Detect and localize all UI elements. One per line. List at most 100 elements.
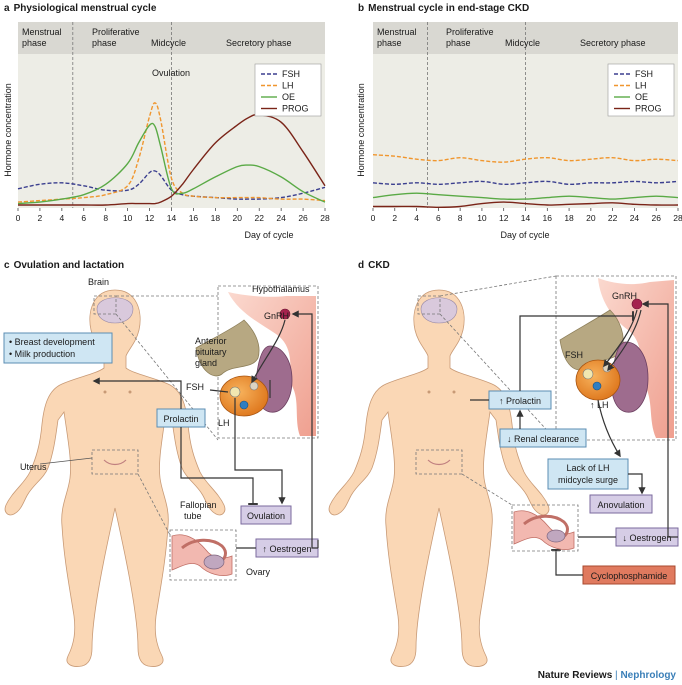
body-figure-d xyxy=(328,289,550,667)
journal-footer: Nature Reviews | Nephrology xyxy=(538,670,676,681)
legend-label-lh-a: LH xyxy=(282,81,294,91)
phase-proliferative-b2: phase xyxy=(446,38,471,48)
legend-label-lh-b: LH xyxy=(635,81,647,91)
anterior-pituitary-gland-d xyxy=(575,359,621,401)
x-tick-label-2-a: 2 xyxy=(38,213,43,223)
fsh-label-c: FSH xyxy=(186,382,204,392)
x-tick-label-20-b: 20 xyxy=(586,213,596,223)
posterior-pituitary-c xyxy=(195,319,260,377)
phase-proliferative-b1: Proliferative xyxy=(446,27,494,37)
xlabel-a: Day of cycle xyxy=(244,230,293,240)
brain-callout-box-c xyxy=(93,295,117,315)
cyclophosphamide-inhibits-ovary-d xyxy=(551,549,583,576)
phase-proliferative-a2: phase xyxy=(92,38,117,48)
uterus-small-icon-d xyxy=(427,459,451,466)
legend-label-oe-a: OE xyxy=(282,92,295,102)
x-tick-label-0-a: 0 xyxy=(16,213,21,223)
uterus-callout-box-c xyxy=(91,449,139,475)
brain-label-c: Brain xyxy=(88,277,109,287)
series-line-fsh-b xyxy=(372,180,679,186)
uterus-leader-c xyxy=(39,457,93,465)
x-tick-label-16-a: 16 xyxy=(189,213,199,223)
lh-to-lack-arrow-d xyxy=(597,399,621,458)
ylabel-a: Hormone concentration xyxy=(3,83,13,177)
series-lines-b xyxy=(372,154,679,209)
x-tick-label-14-a: 14 xyxy=(167,213,177,223)
anterior-pituitary-gland-c xyxy=(219,375,269,417)
legend-label-fsh-b: FSH xyxy=(635,69,653,79)
zoom-line-d2 xyxy=(439,313,557,441)
gnrh-arrow-d2 xyxy=(607,309,642,372)
renal-clearance-label-d: ↓ Renal clearance xyxy=(507,434,579,444)
legend-label-fsh-a: FSH xyxy=(282,69,300,79)
x-tick-label-6-b: 6 xyxy=(436,213,441,223)
fsh-label-d: FSH xyxy=(565,350,583,360)
x-tick-label-24-b: 24 xyxy=(630,213,640,223)
left-nipple-c xyxy=(103,390,107,394)
anterior-label-1-c: Anterior xyxy=(195,336,227,346)
chart-b: Menstrual phase Proliferative phase Midc… xyxy=(356,22,682,240)
series-line-oe-a xyxy=(17,122,326,205)
legend-box-b xyxy=(607,63,675,117)
prolactin-cell-icon-c xyxy=(249,381,259,391)
anterior-label-3-c: gland xyxy=(195,358,217,368)
prolactin-to-breast-arrow-c xyxy=(92,377,182,409)
x-tick-label-16-b: 16 xyxy=(543,213,553,223)
ovary-icon-d xyxy=(546,529,566,543)
fsh-leader-c xyxy=(209,389,229,393)
series-line-lh-b xyxy=(372,154,679,163)
legend-label-oe-b: OE xyxy=(635,92,648,102)
ovulation-annotation: Ovulation xyxy=(152,68,190,78)
lack-lh-label-2-d: midcycle surge xyxy=(558,475,618,485)
body-silhouette-d xyxy=(328,289,550,667)
legend-box-a xyxy=(254,63,322,117)
x-tick-label-22-b: 22 xyxy=(608,213,618,223)
x-tick-label-12-a: 12 xyxy=(145,213,155,223)
fsh-cell-icon-d xyxy=(582,368,594,380)
phase-menstrual-a2: phase xyxy=(22,38,47,48)
ovary-inset-c xyxy=(169,529,237,581)
lh-cell-icon-c xyxy=(239,400,249,410)
right-nipple-d xyxy=(452,390,456,394)
left-nipple-d xyxy=(427,390,431,394)
fallopian-label-2-c: tube xyxy=(184,511,202,521)
lh-to-ovulation-arrow-c xyxy=(234,398,286,505)
prolactin-inhibits-ovulation-c xyxy=(180,427,258,505)
journal-section: Nephrology xyxy=(620,670,676,681)
x-tick-label-18-a: 18 xyxy=(211,213,221,223)
x-tick-label-14-b: 14 xyxy=(521,213,531,223)
chart-a: Menstrual phase Proliferative phase Midc… xyxy=(3,22,330,240)
oestrogen-to-hypothalamus-c xyxy=(291,310,318,549)
x-tick-label-20-a: 20 xyxy=(233,213,243,223)
oestrogen-label-c: ↑ Oestrogen xyxy=(262,544,311,554)
x-tick-label-24-a: 24 xyxy=(276,213,286,223)
breast-milk-box-c xyxy=(3,332,113,364)
fsh-cell-icon-c xyxy=(229,386,241,398)
prolactin-label-c: Prolactin xyxy=(163,414,198,424)
hypothalamus-label-c: Hypothalamus xyxy=(252,284,310,294)
x-tick-label-12-b: 12 xyxy=(499,213,509,223)
fallopian-tube-d xyxy=(523,514,569,540)
x-tick-label-4-b: 4 xyxy=(414,213,419,223)
phase-proliferative-a1: Proliferative xyxy=(92,27,140,37)
hypothalamus-tissue-d xyxy=(598,278,674,438)
phase-secretory-a: Secretory phase xyxy=(226,38,292,48)
gnrh-label-c: GnRH xyxy=(264,311,289,321)
ovulation-label-c: Ovulation xyxy=(247,511,285,521)
journal-separator: | xyxy=(612,670,621,681)
breast-development-label-c: • Breast development xyxy=(9,337,95,347)
body-figure-c xyxy=(4,289,226,667)
lh-cell-icon-d xyxy=(592,381,602,391)
oestrogen-label-d: ↓ Oestrogen xyxy=(622,533,671,543)
right-nipple-c xyxy=(128,390,132,394)
x-tick-label-6-a: 6 xyxy=(81,213,86,223)
x-tick-label-10-b: 10 xyxy=(477,213,487,223)
oestrogen-to-hypothalamus-d xyxy=(641,300,678,538)
zoom-line-d1 xyxy=(439,275,557,297)
